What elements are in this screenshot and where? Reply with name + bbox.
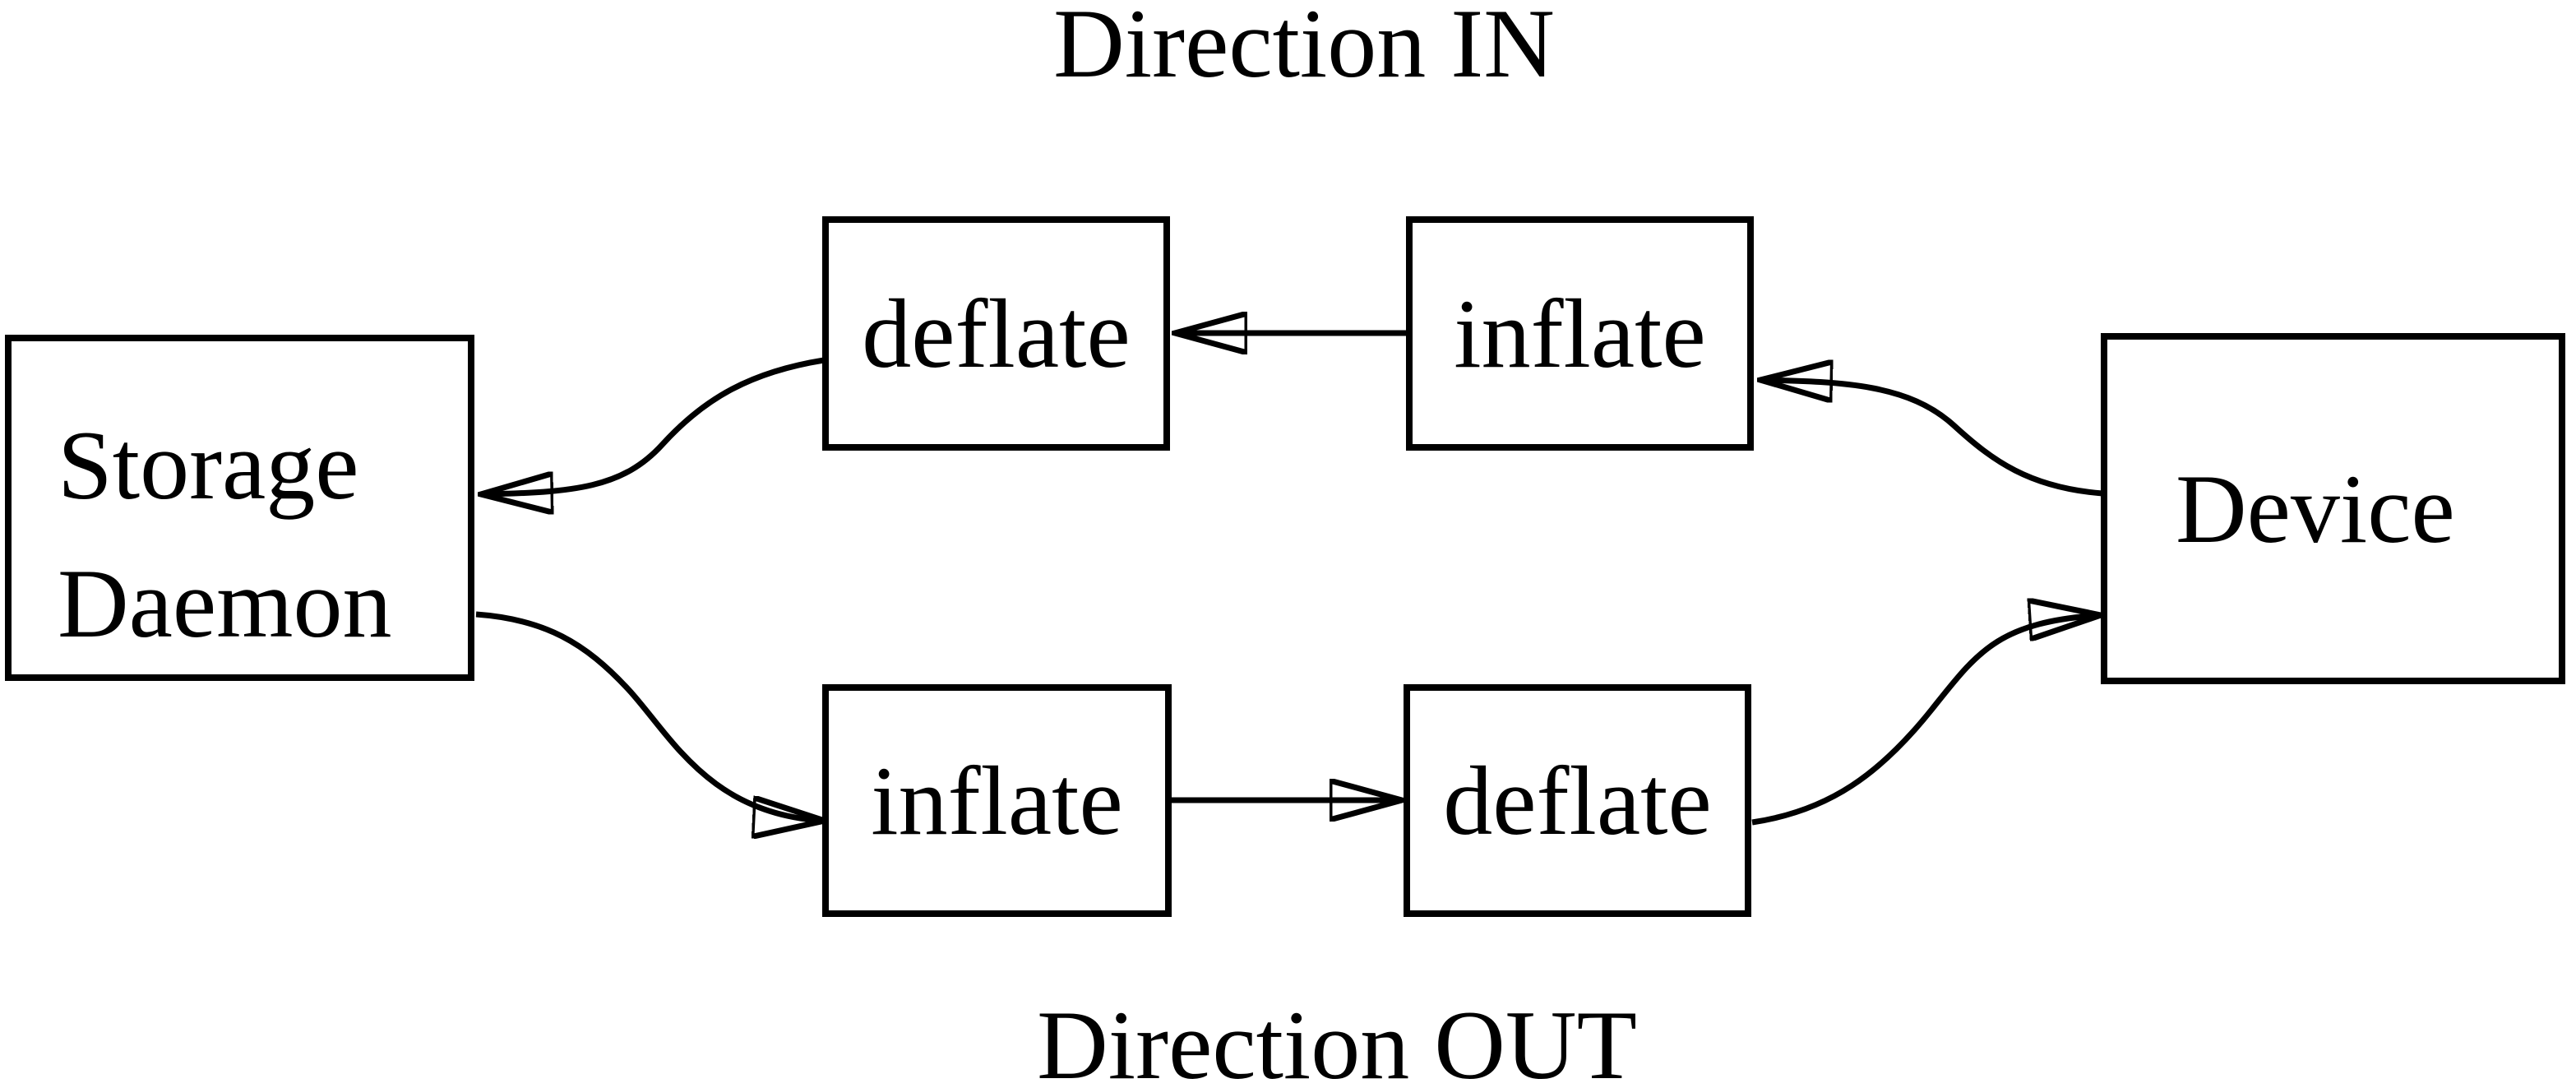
arrow-storage-to-inflate-out xyxy=(475,611,825,821)
direction-out-title: Direction OUT xyxy=(1037,990,1637,1088)
arrow-deflate-to-storage-in xyxy=(481,357,825,494)
direction-in-title: Direction IN xyxy=(1053,0,1555,98)
storage-daemon-label-line1: Storage xyxy=(58,410,359,520)
device-label: Device xyxy=(2176,453,2455,563)
deflate-in-label: deflate xyxy=(862,278,1131,388)
deflate-out-label: deflate xyxy=(1443,745,1712,855)
arrow-device-to-inflate-in xyxy=(1760,380,2103,497)
inflate-out-box: inflate xyxy=(822,684,1172,917)
deflate-in-box: deflate xyxy=(822,216,1170,451)
device-box: Device xyxy=(2101,333,2565,684)
deflate-out-box: deflate xyxy=(1404,684,1751,917)
storage-daemon-box: Storage Daemon xyxy=(5,335,474,681)
storage-daemon-label-line2: Daemon xyxy=(58,549,392,658)
arrow-deflate-to-device-out xyxy=(1751,615,2101,826)
inflate-out-label: inflate xyxy=(871,745,1123,855)
inflate-in-box: inflate xyxy=(1406,216,1754,451)
inflate-in-label: inflate xyxy=(1454,278,1706,388)
